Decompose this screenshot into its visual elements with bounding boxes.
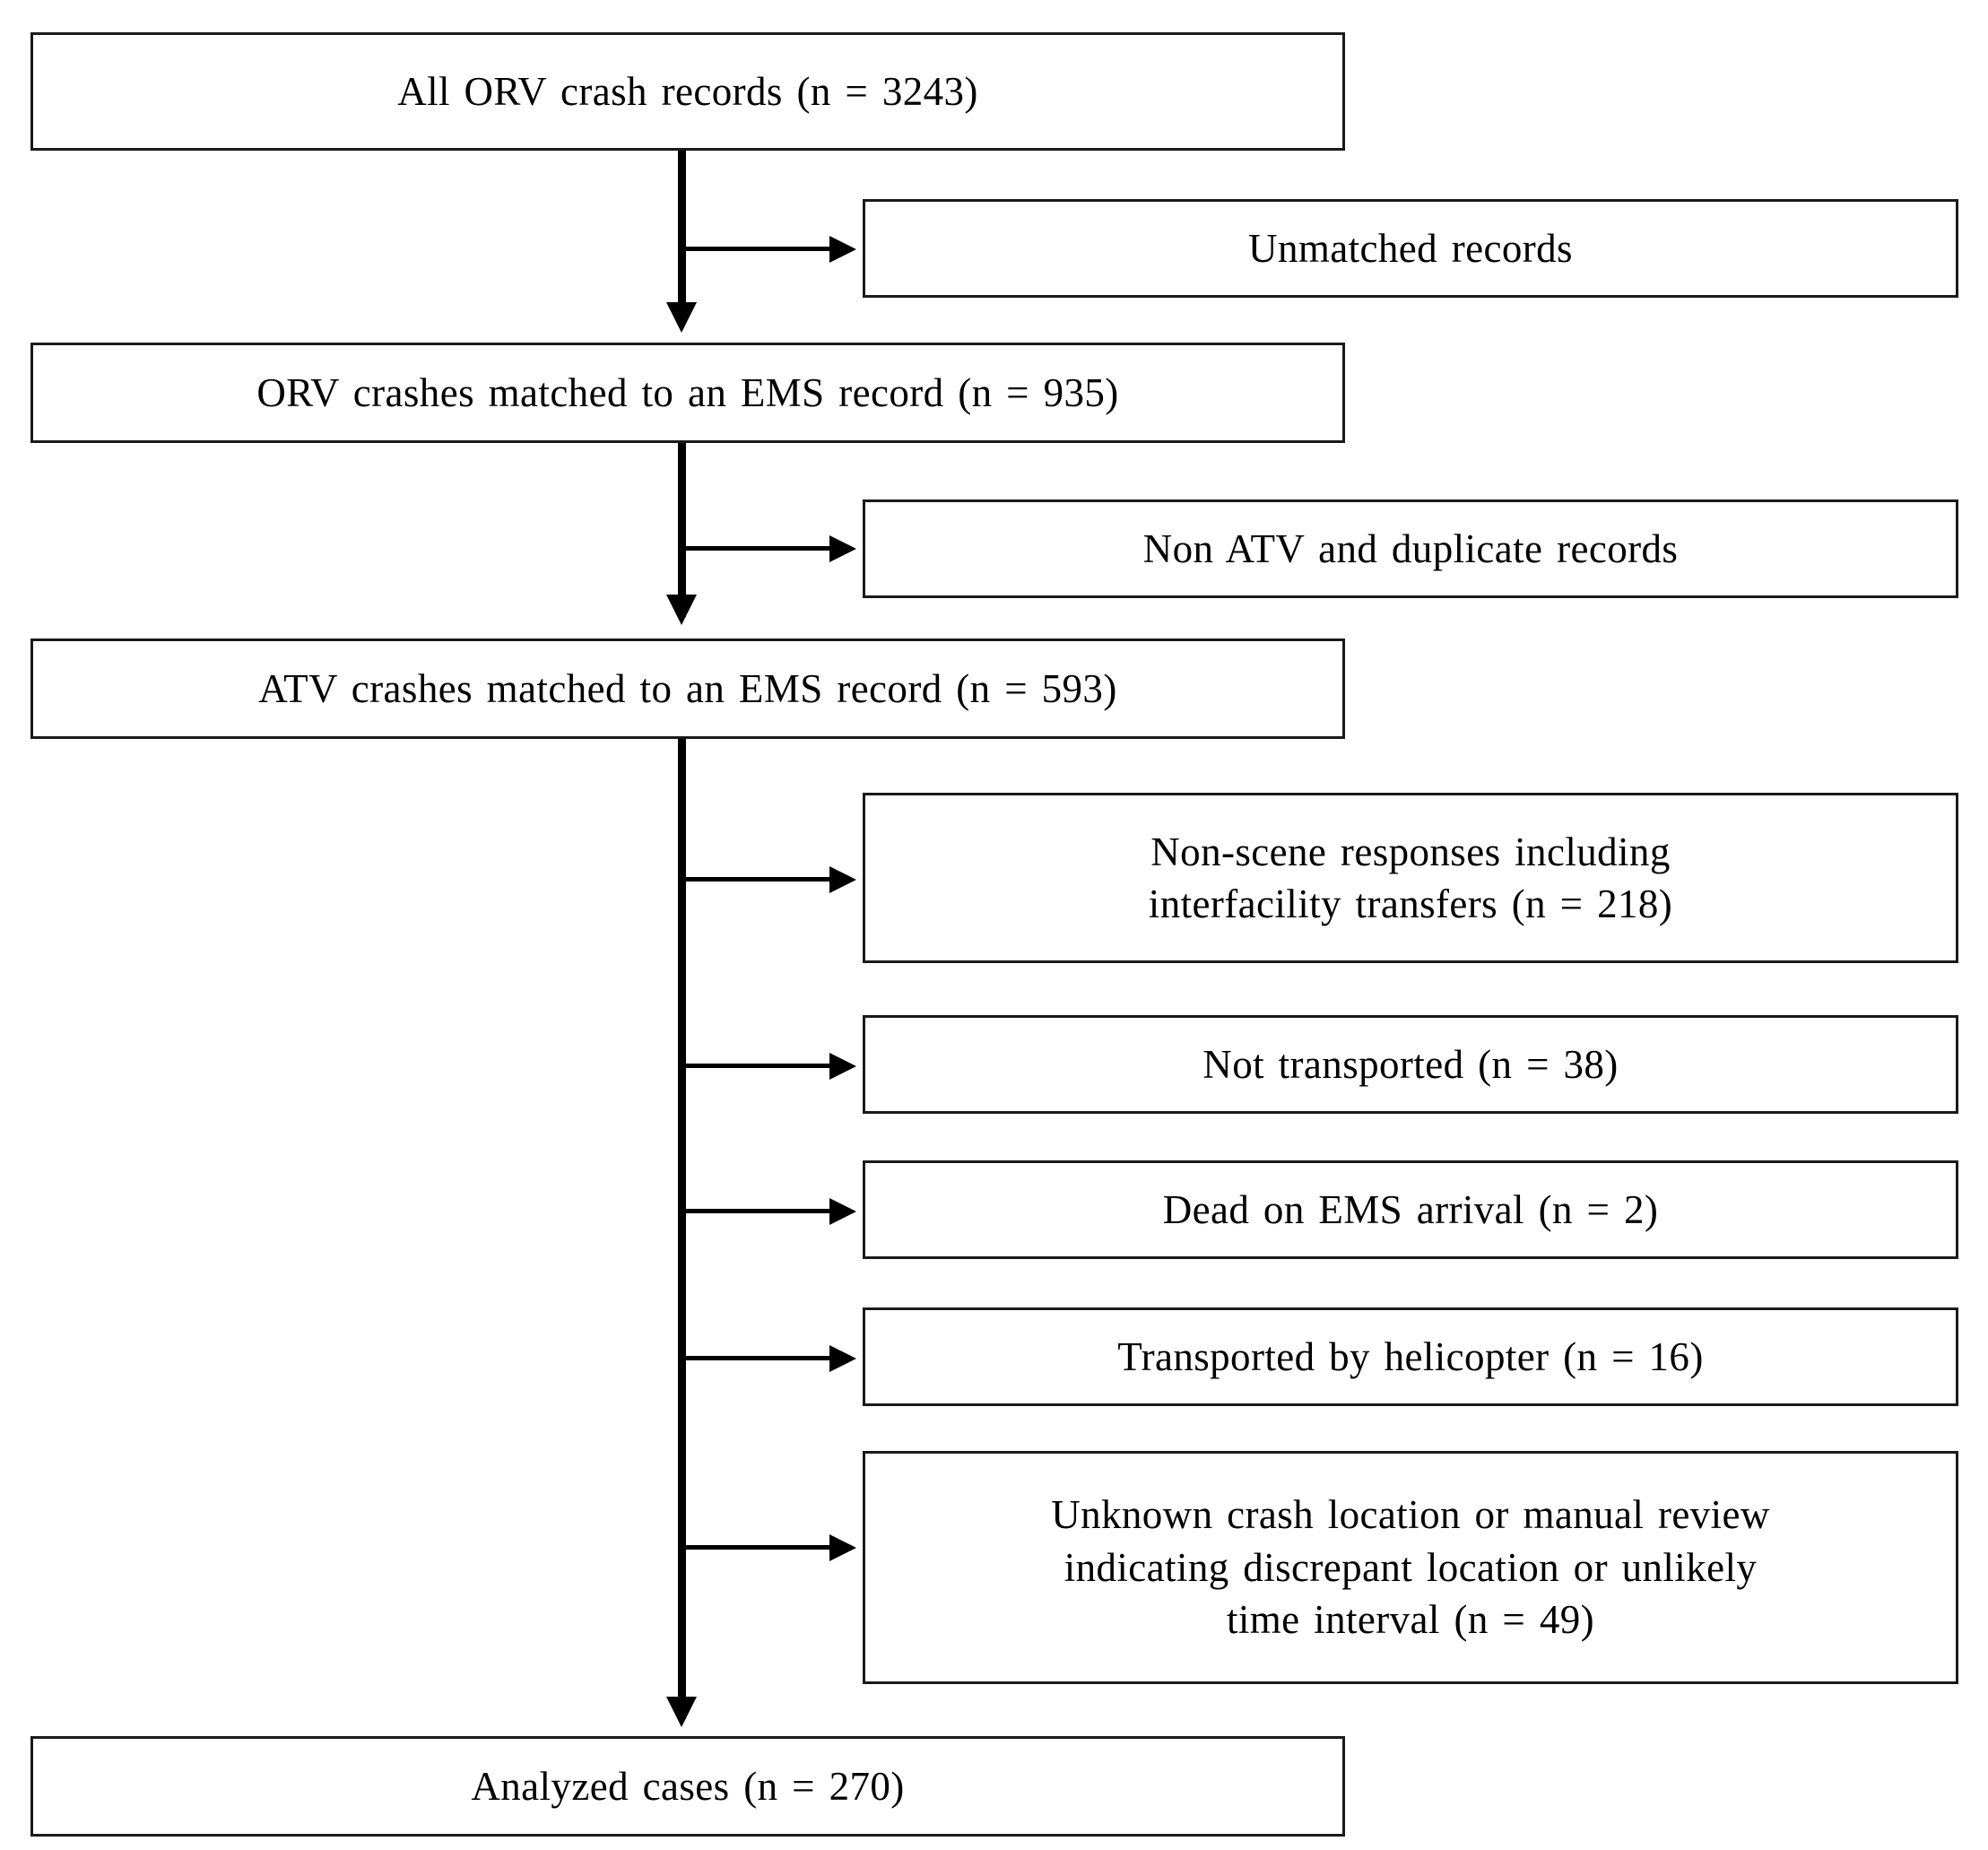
node-label: Transported by helicopter (n = 16) xyxy=(1117,1333,1704,1379)
node-label: Not transported (n = 38) xyxy=(1202,1041,1619,1087)
node-label: Unmatched records xyxy=(1248,225,1573,271)
node-label: All ORV crash records (n = 3243) xyxy=(397,68,978,114)
connector-branch-unknown-location xyxy=(681,1545,834,1550)
node-unknown-crash-location: Unknown crash location or manual review … xyxy=(863,1451,1958,1684)
arrow-right-to-unmatched xyxy=(829,236,856,263)
arrow-right-to-dead-on-arrival xyxy=(829,1198,856,1225)
node-non-scene-responses: Non-scene responses including interfacil… xyxy=(863,793,1958,963)
node-atv-crashes-matched-ems: ATV crashes matched to an EMS record (n … xyxy=(30,638,1345,739)
connector-branch-non-scene xyxy=(681,877,834,882)
node-label-line-2: interfacility transfers (n = 218) xyxy=(1148,882,1673,926)
node-transported-by-helicopter: Transported by helicopter (n = 16) xyxy=(863,1307,1958,1406)
arrow-down-to-atv-matched xyxy=(666,595,697,625)
connector-branch-non-atv xyxy=(681,546,834,551)
arrow-right-to-helicopter xyxy=(829,1345,856,1372)
connector-trunk-1 xyxy=(678,151,686,319)
node-label-line-1: Unknown crash location or manual review xyxy=(1051,1492,1770,1538)
node-label: ATV crashes matched to an EMS record (n … xyxy=(258,665,1117,711)
connector-trunk-3 xyxy=(678,739,686,1719)
connector-branch-dead-on-arrival xyxy=(681,1209,834,1213)
node-label-line-1: Non-scene responses including xyxy=(1150,829,1671,874)
node-label: Dead on EMS arrival (n = 2) xyxy=(1162,1186,1659,1232)
connector-trunk-2 xyxy=(678,443,686,617)
connector-branch-not-transported xyxy=(681,1064,834,1068)
node-all-orv-crash-records: All ORV crash records (n = 3243) xyxy=(30,32,1345,151)
connector-branch-helicopter xyxy=(681,1356,834,1360)
node-orv-crashes-matched-ems: ORV crashes matched to an EMS record (n … xyxy=(30,343,1345,443)
node-not-transported: Not transported (n = 38) xyxy=(863,1015,1958,1114)
node-dead-on-ems-arrival: Dead on EMS arrival (n = 2) xyxy=(863,1160,1958,1259)
node-label: ORV crashes matched to an EMS record (n … xyxy=(256,369,1119,415)
connector-branch-unmatched xyxy=(681,247,834,251)
arrow-down-to-orv-matched xyxy=(666,302,697,333)
node-label-line-2: indicating discrepant location or unlike… xyxy=(1063,1544,1758,1590)
node-label-line-3: time interval (n = 49) xyxy=(1226,1597,1595,1643)
arrow-down-to-analyzed-cases xyxy=(666,1697,697,1727)
node-non-atv-duplicate-records: Non ATV and duplicate records xyxy=(863,499,1958,598)
arrow-right-to-non-scene xyxy=(829,866,856,893)
node-label: Non ATV and duplicate records xyxy=(1142,525,1679,571)
arrow-right-to-not-transported xyxy=(829,1053,856,1080)
node-unmatched-records: Unmatched records xyxy=(863,199,1958,298)
node-analyzed-cases: Analyzed cases (n = 270) xyxy=(30,1736,1345,1837)
arrow-right-to-non-atv xyxy=(829,535,856,562)
node-label: Analyzed cases (n = 270) xyxy=(471,1763,905,1809)
arrow-right-to-unknown-location xyxy=(829,1534,856,1561)
